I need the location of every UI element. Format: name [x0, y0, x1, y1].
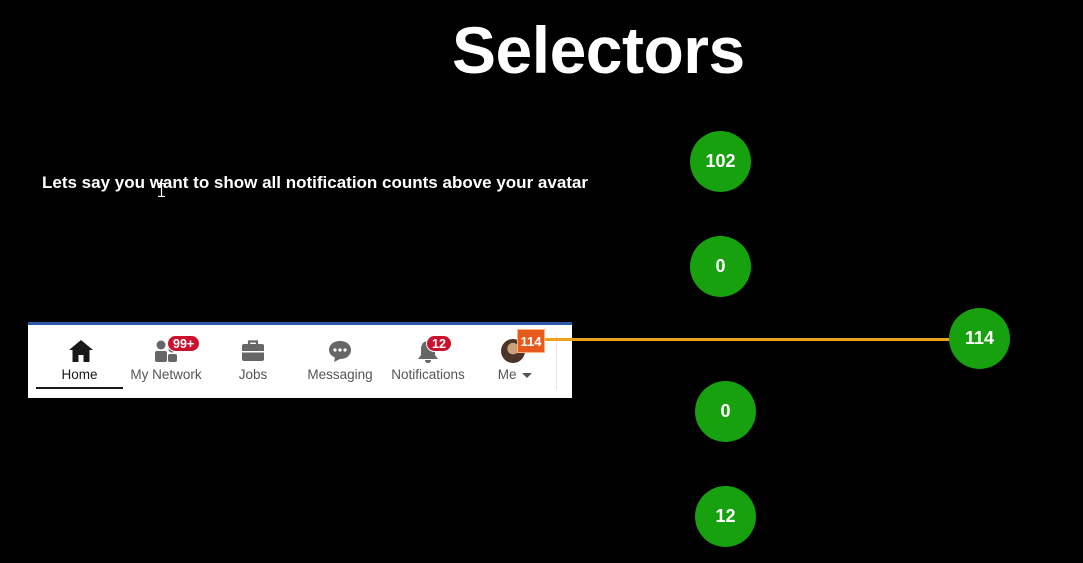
count-circle: 0 — [690, 236, 751, 297]
briefcase-icon — [239, 338, 267, 364]
network-badge: 99+ — [167, 335, 201, 352]
nav-item-jobs[interactable]: Jobs — [218, 325, 288, 398]
connector-line — [545, 338, 950, 341]
chat-bubble-icon — [326, 338, 354, 364]
chevron-down-icon — [522, 372, 533, 378]
nav-item-my-network[interactable]: 99+ My Network — [124, 325, 208, 398]
notifications-badge: 12 — [426, 335, 452, 352]
nav-label-home: Home — [61, 367, 98, 382]
avatar-notification-total: 114 — [517, 329, 545, 353]
nav-label-notifications: Notifications — [391, 367, 465, 382]
nav-divider — [556, 335, 557, 390]
nav-item-messaging[interactable]: Messaging — [300, 325, 380, 398]
count-circle: 102 — [690, 131, 751, 192]
text-cursor-icon — [158, 183, 165, 197]
nav-label-jobs: Jobs — [238, 367, 268, 382]
slide-subtitle: Lets say you want to show all notificati… — [42, 173, 589, 192]
nav-label-messaging: Messaging — [307, 367, 373, 382]
count-circle: 0 — [695, 381, 756, 442]
nav-label-me: Me — [492, 367, 538, 382]
slide-title: Selectors — [452, 13, 745, 87]
total-count-circle: 114 — [949, 308, 1010, 369]
nav-item-notifications[interactable]: 12 Notifications — [383, 325, 473, 398]
top-navigation-bar: Home 99+ My Network Jobs — [28, 322, 572, 398]
nav-label-my-network: My Network — [130, 367, 202, 382]
nav-item-home[interactable]: Home — [28, 325, 123, 398]
count-circle: 12 — [695, 486, 756, 547]
home-icon — [67, 338, 95, 364]
